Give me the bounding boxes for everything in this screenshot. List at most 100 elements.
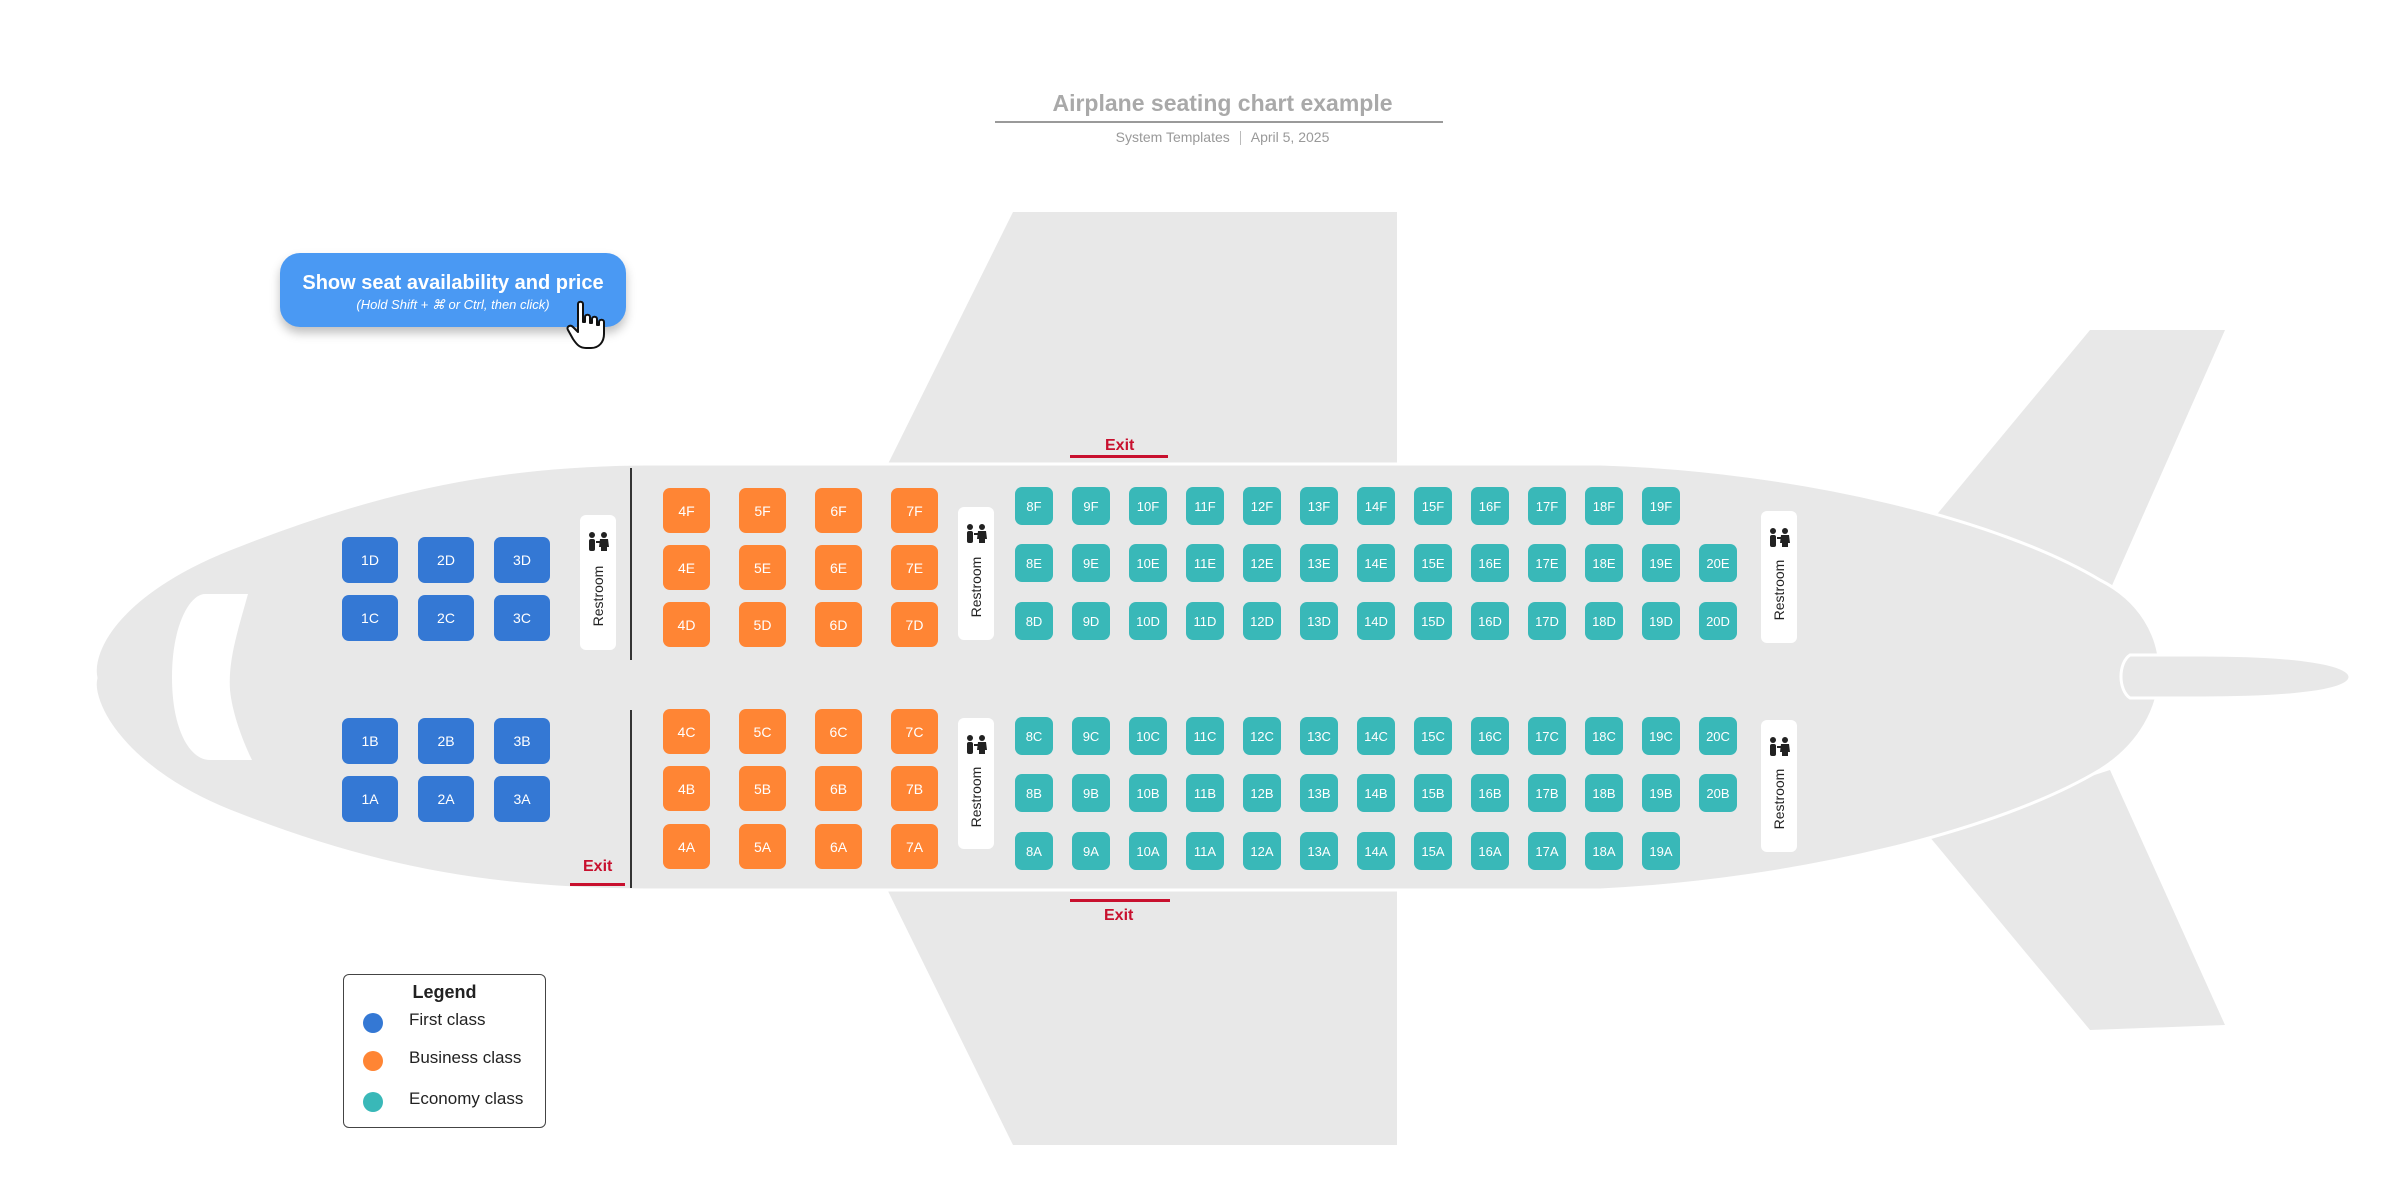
seat-6f[interactable]: 6F <box>815 488 862 533</box>
seat-5b[interactable]: 5B <box>739 766 786 811</box>
seat-2a[interactable]: 2A <box>418 776 474 822</box>
seat-20c[interactable]: 20C <box>1699 717 1737 755</box>
seat-20d[interactable]: 20D <box>1699 602 1737 640</box>
seat-14a[interactable]: 14A <box>1357 832 1395 870</box>
seat-13b[interactable]: 13B <box>1300 774 1338 812</box>
seat-11d[interactable]: 11D <box>1186 602 1224 640</box>
seat-4d[interactable]: 4D <box>663 602 710 647</box>
seat-9f[interactable]: 9F <box>1072 487 1110 525</box>
seat-14d[interactable]: 14D <box>1357 602 1395 640</box>
seat-16d[interactable]: 16D <box>1471 602 1509 640</box>
seat-18c[interactable]: 18C <box>1585 717 1623 755</box>
seat-4b[interactable]: 4B <box>663 766 710 811</box>
seat-12b[interactable]: 12B <box>1243 774 1281 812</box>
seat-18b[interactable]: 18B <box>1585 774 1623 812</box>
seat-15f[interactable]: 15F <box>1414 487 1452 525</box>
seat-17c[interactable]: 17C <box>1528 717 1566 755</box>
seat-13d[interactable]: 13D <box>1300 602 1338 640</box>
seat-14b[interactable]: 14B <box>1357 774 1395 812</box>
seat-19d[interactable]: 19D <box>1642 602 1680 640</box>
seat-17e[interactable]: 17E <box>1528 544 1566 582</box>
seat-7f[interactable]: 7F <box>891 488 938 533</box>
seat-15a[interactable]: 15A <box>1414 832 1452 870</box>
seat-16e[interactable]: 16E <box>1471 544 1509 582</box>
seat-6a[interactable]: 6A <box>815 824 862 869</box>
seat-19c[interactable]: 19C <box>1642 717 1680 755</box>
seat-15b[interactable]: 15B <box>1414 774 1452 812</box>
seat-16c[interactable]: 16C <box>1471 717 1509 755</box>
seat-9c[interactable]: 9C <box>1072 717 1110 755</box>
seat-8b[interactable]: 8B <box>1015 774 1053 812</box>
seat-10b[interactable]: 10B <box>1129 774 1167 812</box>
seat-16a[interactable]: 16A <box>1471 832 1509 870</box>
seat-6d[interactable]: 6D <box>815 602 862 647</box>
seat-9d[interactable]: 9D <box>1072 602 1110 640</box>
seat-12f[interactable]: 12F <box>1243 487 1281 525</box>
seat-12c[interactable]: 12C <box>1243 717 1281 755</box>
seat-10a[interactable]: 10A <box>1129 832 1167 870</box>
seat-12e[interactable]: 12E <box>1243 544 1281 582</box>
seat-19a[interactable]: 19A <box>1642 832 1680 870</box>
seat-3c[interactable]: 3C <box>494 595 550 641</box>
seat-6b[interactable]: 6B <box>815 766 862 811</box>
seat-11e[interactable]: 11E <box>1186 544 1224 582</box>
seat-5f[interactable]: 5F <box>739 488 786 533</box>
show-availability-button[interactable]: Show seat availability and price (Hold S… <box>280 253 626 327</box>
seat-5d[interactable]: 5D <box>739 602 786 647</box>
seat-20b[interactable]: 20B <box>1699 774 1737 812</box>
seat-11b[interactable]: 11B <box>1186 774 1224 812</box>
seat-16b[interactable]: 16B <box>1471 774 1509 812</box>
seat-18f[interactable]: 18F <box>1585 487 1623 525</box>
seat-11c[interactable]: 11C <box>1186 717 1224 755</box>
seat-17f[interactable]: 17F <box>1528 487 1566 525</box>
seat-2b[interactable]: 2B <box>418 718 474 764</box>
seat-20e[interactable]: 20E <box>1699 544 1737 582</box>
seat-13e[interactable]: 13E <box>1300 544 1338 582</box>
seat-9e[interactable]: 9E <box>1072 544 1110 582</box>
seat-3d[interactable]: 3D <box>494 537 550 583</box>
seat-1d[interactable]: 1D <box>342 537 398 583</box>
seat-15c[interactable]: 15C <box>1414 717 1452 755</box>
seat-14f[interactable]: 14F <box>1357 487 1395 525</box>
seat-8f[interactable]: 8F <box>1015 487 1053 525</box>
seat-19f[interactable]: 19F <box>1642 487 1680 525</box>
seat-10c[interactable]: 10C <box>1129 717 1167 755</box>
seat-11a[interactable]: 11A <box>1186 832 1224 870</box>
seat-10d[interactable]: 10D <box>1129 602 1167 640</box>
seat-17a[interactable]: 17A <box>1528 832 1566 870</box>
seat-5c[interactable]: 5C <box>739 709 786 754</box>
seat-17d[interactable]: 17D <box>1528 602 1566 640</box>
seat-18a[interactable]: 18A <box>1585 832 1623 870</box>
seat-3b[interactable]: 3B <box>494 718 550 764</box>
seat-9a[interactable]: 9A <box>1072 832 1110 870</box>
seat-3a[interactable]: 3A <box>494 776 550 822</box>
seat-1b[interactable]: 1B <box>342 718 398 764</box>
seat-18d[interactable]: 18D <box>1585 602 1623 640</box>
seat-19e[interactable]: 19E <box>1642 544 1680 582</box>
seat-16f[interactable]: 16F <box>1471 487 1509 525</box>
seat-6c[interactable]: 6C <box>815 709 862 754</box>
seat-17b[interactable]: 17B <box>1528 774 1566 812</box>
seat-4c[interactable]: 4C <box>663 709 710 754</box>
seat-6e[interactable]: 6E <box>815 545 862 590</box>
seat-8e[interactable]: 8E <box>1015 544 1053 582</box>
seat-12d[interactable]: 12D <box>1243 602 1281 640</box>
seat-10f[interactable]: 10F <box>1129 487 1167 525</box>
seat-8a[interactable]: 8A <box>1015 832 1053 870</box>
seat-14c[interactable]: 14C <box>1357 717 1395 755</box>
seat-1c[interactable]: 1C <box>342 595 398 641</box>
seat-4a[interactable]: 4A <box>663 824 710 869</box>
seat-14e[interactable]: 14E <box>1357 544 1395 582</box>
seat-15d[interactable]: 15D <box>1414 602 1452 640</box>
seat-13f[interactable]: 13F <box>1300 487 1338 525</box>
seat-11f[interactable]: 11F <box>1186 487 1224 525</box>
seat-8d[interactable]: 8D <box>1015 602 1053 640</box>
seat-1a[interactable]: 1A <box>342 776 398 822</box>
seat-19b[interactable]: 19B <box>1642 774 1680 812</box>
seat-7d[interactable]: 7D <box>891 602 938 647</box>
seat-9b[interactable]: 9B <box>1072 774 1110 812</box>
seat-7b[interactable]: 7B <box>891 766 938 811</box>
seat-15e[interactable]: 15E <box>1414 544 1452 582</box>
seat-2d[interactable]: 2D <box>418 537 474 583</box>
seat-8c[interactable]: 8C <box>1015 717 1053 755</box>
